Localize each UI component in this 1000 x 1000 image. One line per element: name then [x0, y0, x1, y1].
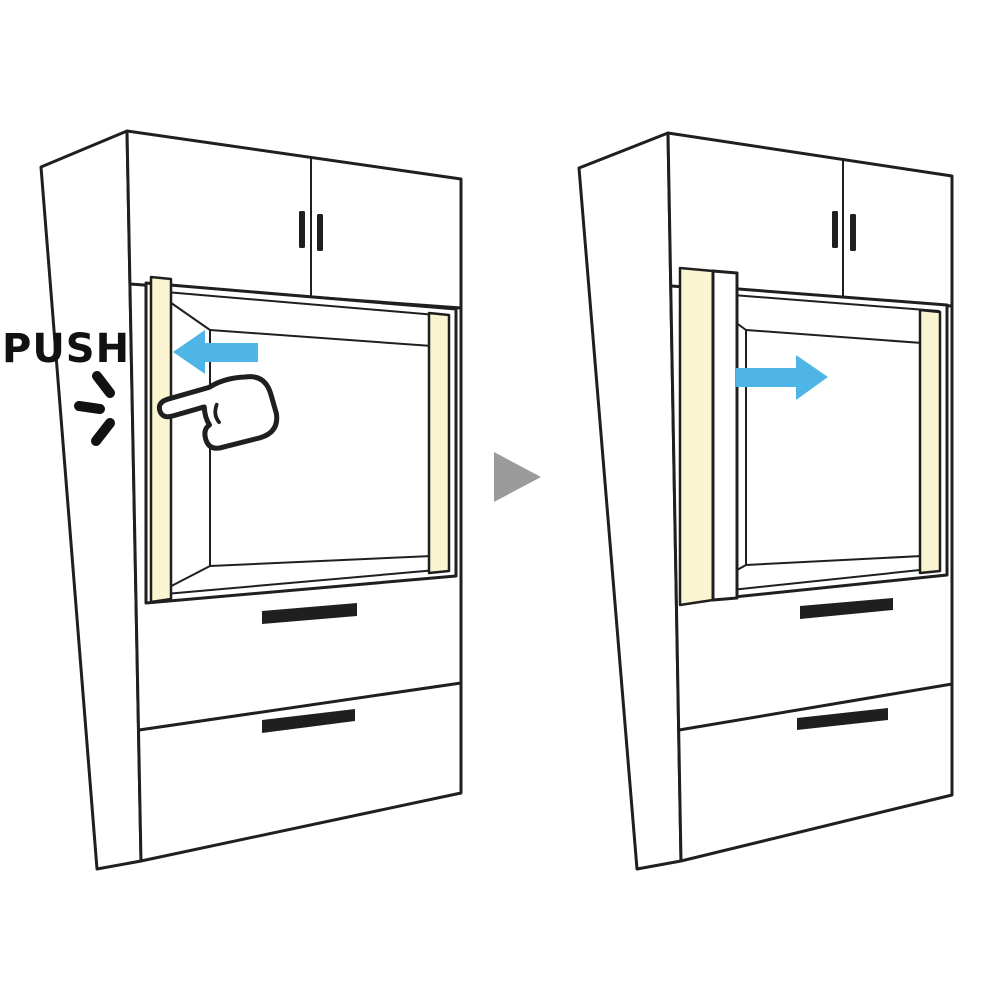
- sliding-panel-right-edge: [918, 308, 942, 575]
- drawer-divider: [138, 681, 462, 732]
- drawer-handle-bottom: [797, 708, 888, 730]
- drawer-handle-top: [800, 598, 893, 619]
- cabinet-side-panel: [39, 129, 143, 871]
- cabinet-after: [577, 131, 954, 871]
- drawer-divider: [678, 682, 953, 732]
- sliding-panel-popped-out: [678, 266, 715, 607]
- door-handle-left: [299, 211, 305, 248]
- drawer-handle-top: [262, 603, 357, 624]
- sliding-panel-white-edge: [711, 269, 739, 602]
- cabinet-before: [39, 129, 463, 871]
- next-step-arrow-icon: [494, 452, 541, 502]
- door-handle-left: [832, 211, 838, 248]
- push-label: PUSH: [2, 326, 130, 372]
- sliding-panel-right-edge: [427, 311, 451, 575]
- hand-pointer-icon: [156, 374, 280, 451]
- cabinet-side-panel: [577, 131, 683, 871]
- drawer-handle-bottom: [262, 709, 355, 733]
- push-arrow-right-icon: [736, 355, 828, 400]
- door-handle-right: [850, 214, 856, 251]
- tap-emphasis-icon: [74, 371, 115, 446]
- push-arrow-left-icon: [173, 330, 258, 374]
- door-handle-right: [317, 214, 323, 251]
- sliding-panel-left-edge: [149, 275, 173, 604]
- cavity-frame: [144, 281, 458, 605]
